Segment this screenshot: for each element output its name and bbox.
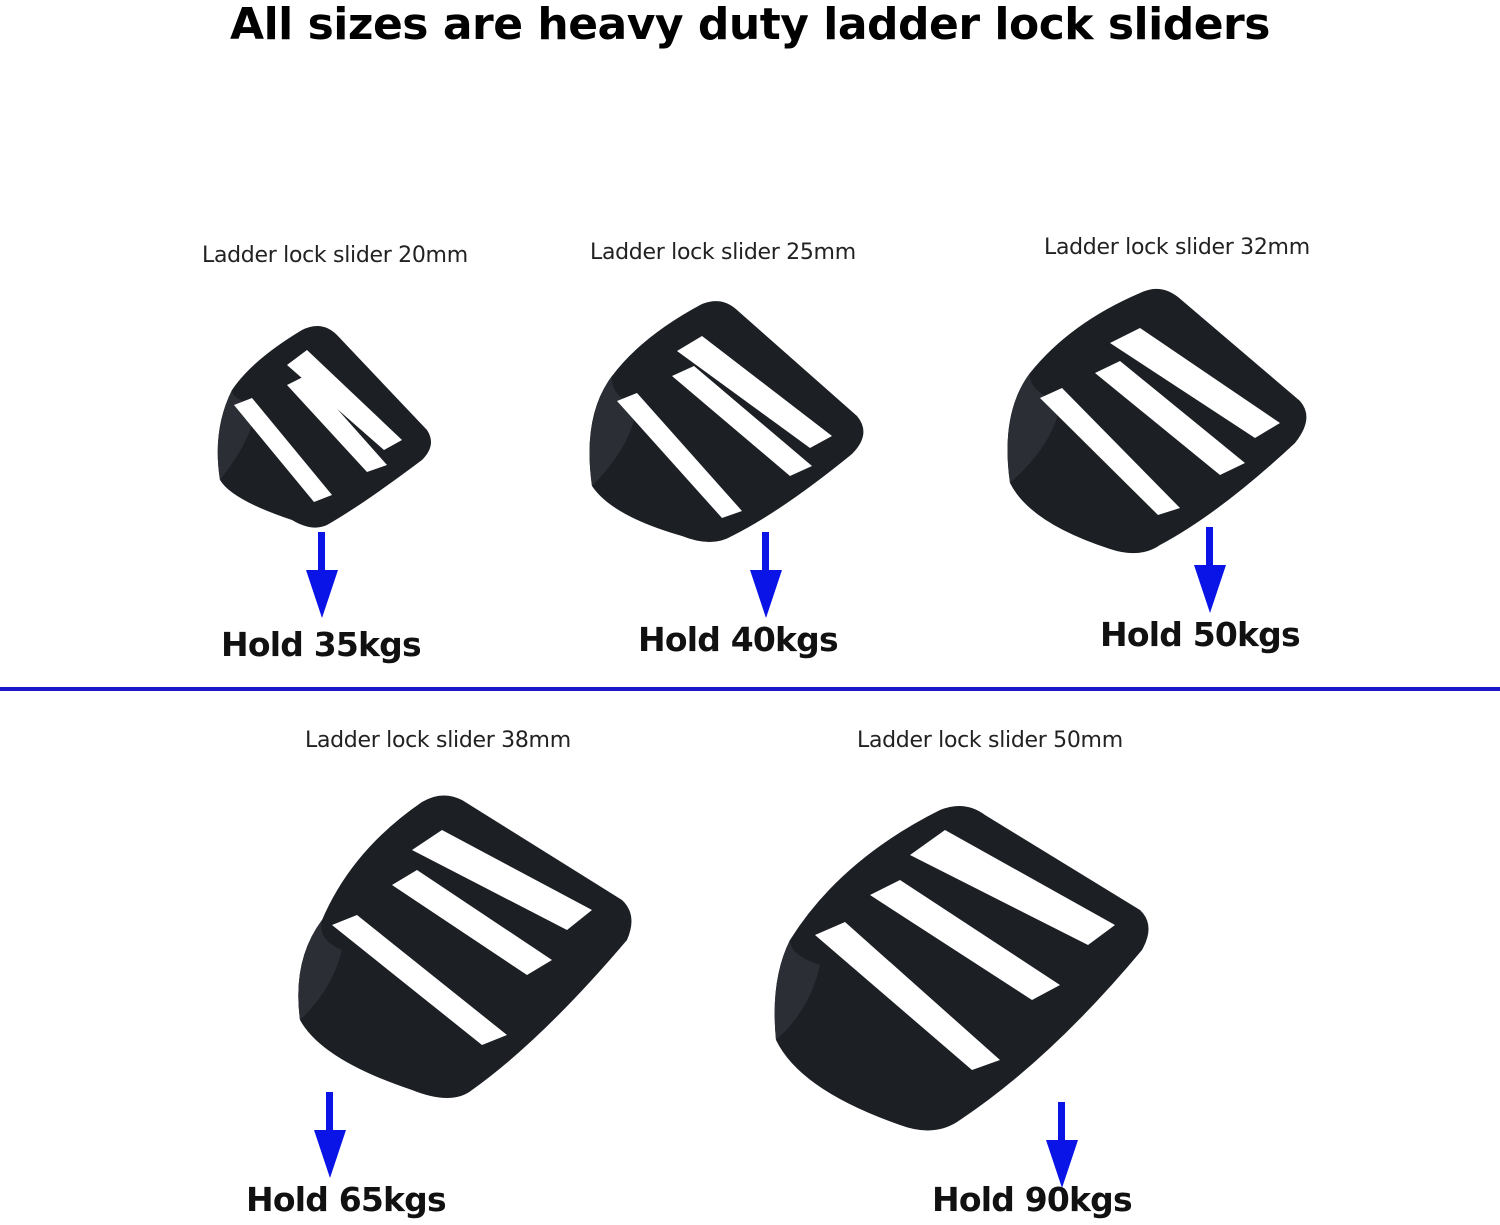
- slider-32mm-load: Hold 50kgs: [1100, 615, 1301, 654]
- slider-38mm-caption: Ladder lock slider 38mm: [305, 728, 571, 753]
- ladder-lock-slider-32mm-image: [1007, 288, 1307, 554]
- ladder-lock-slider-25mm-image: [589, 301, 864, 542]
- section-divider: [0, 687, 1500, 691]
- slider-25mm-load: Hold 40kgs: [638, 620, 839, 659]
- down-arrow-icon: [306, 532, 338, 618]
- down-arrow-icon: [314, 1092, 346, 1178]
- ladder-lock-slider-50mm-image: [774, 806, 1149, 1131]
- slider-32mm-caption: Ladder lock slider 32mm: [1044, 235, 1310, 260]
- ladder-lock-slider-20mm-image: [217, 326, 431, 528]
- slider-50mm-load: Hold 90kgs: [932, 1180, 1133, 1219]
- slider-20mm-caption: Ladder lock slider 20mm: [202, 243, 468, 268]
- page-headline: All sizes are heavy duty ladder lock sli…: [230, 0, 1270, 50]
- down-arrow-icon: [1046, 1102, 1078, 1188]
- slider-38mm-load: Hold 65kgs: [246, 1180, 447, 1219]
- slider-50mm-caption: Ladder lock slider 50mm: [857, 728, 1123, 753]
- slider-20mm-load: Hold 35kgs: [221, 625, 422, 664]
- slider-25mm-caption: Ladder lock slider 25mm: [590, 240, 856, 265]
- down-arrow-icon: [1194, 527, 1226, 613]
- down-arrow-icon: [750, 532, 782, 618]
- ladder-lock-slider-38mm-image: [298, 795, 632, 1098]
